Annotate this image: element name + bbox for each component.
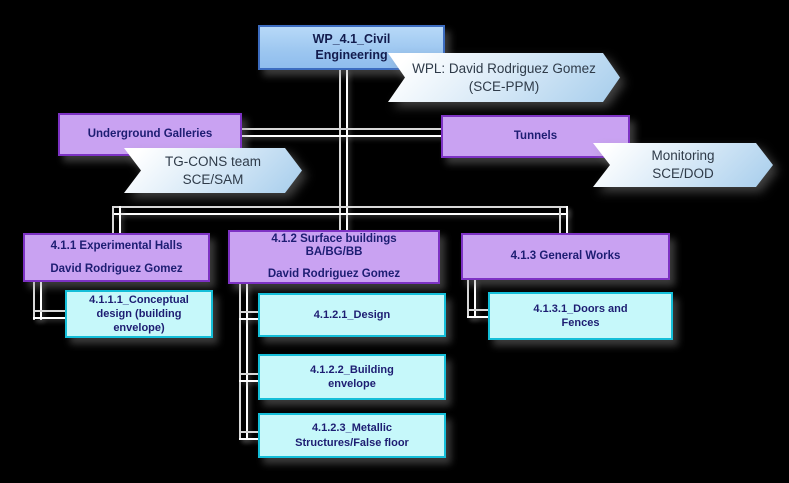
node-4-1-1-experimental-halls: 4.1.1 Experimental Halls David Rodriguez… [23, 233, 210, 282]
node-owner: David Rodriguez Gomez [267, 267, 401, 280]
connector-4-1-3-1-stub [467, 309, 491, 318]
banner-wpl-owner: WPL: David Rodriguez Gomez (SCE-PPM) [388, 53, 620, 102]
connector-root-trunk [339, 68, 348, 233]
node-title: 4.1.2.2_Building [310, 363, 394, 376]
node-title: Engineering [315, 47, 388, 62]
banner-text: WPL: David Rodriguez Gomez [412, 60, 596, 76]
node-owner: David Rodriguez Gomez [50, 262, 183, 275]
node-title: design (building [96, 307, 182, 320]
node-title: WP_4.1_Civil [312, 31, 391, 46]
banner-text: (SCE-PPM) [468, 78, 540, 94]
node-title: Tunnels [513, 130, 558, 143]
node-title: envelope) [113, 322, 165, 335]
banner-text: SCE/DOD [652, 166, 714, 181]
connector-4-1-2-3-stub [239, 431, 261, 440]
arrow-banner-shape: TG-CONS team SCE/SAM [124, 148, 302, 193]
node-4-1-2-2-building-envelope: 4.1.2.2_Building envelope [258, 354, 446, 400]
connector-4-1-2-2-stub [239, 373, 261, 382]
connector-drop-4-1-3 [559, 206, 568, 234]
banner-monitoring: Monitoring SCE/DOD [593, 143, 773, 187]
node-4-1-2-3-metallic-structures: 4.1.2.3_Metallic Structures/False floor [258, 413, 446, 458]
connector-4-1-2-children-v [239, 283, 248, 440]
connector-4-1-2-1-stub [239, 311, 261, 320]
node-4-1-2-surface-buildings: 4.1.2 Surface buildings BA/BG/BB David R… [228, 230, 440, 284]
node-title: 4.1.2 Surface buildings [271, 233, 397, 246]
node-title: Structures/False floor [295, 436, 409, 449]
node-wp-4-1-civil-engineering: WP_4.1_Civil Engineering [258, 25, 445, 70]
arrow-banner-shape: WPL: David Rodriguez Gomez (SCE-PPM) [388, 53, 620, 102]
banner-text: TG-CONS team [164, 153, 261, 169]
connector-4-1-3-children-v [467, 279, 476, 318]
node-title: 4.1.1.1_Conceptual [89, 293, 189, 306]
node-4-1-1-1-conceptual-design: 4.1.1.1_Conceptual design (building enve… [65, 290, 213, 338]
node-title: Fences [561, 317, 600, 329]
node-title: 4.1.3.1_Doors and [533, 302, 628, 315]
node-4-1-3-1-doors-and-fences: 4.1.3.1_Doors and Fences [488, 292, 673, 340]
banner-text: SCE/SAM [182, 171, 244, 187]
connector-galleries-tunnels [242, 128, 442, 137]
node-title: 4.1.1 Experimental Halls [50, 239, 183, 252]
node-tunnels: Tunnels [441, 115, 630, 158]
arrow-banner-shape: Monitoring SCE/DOD [593, 143, 773, 187]
connector-4-1-1-1-stub [33, 310, 67, 319]
node-4-1-2-1-design: 4.1.2.1_Design [258, 293, 446, 337]
node-title: 4.1.3 General Works [510, 250, 621, 263]
connector-4-1-1-children-v [33, 281, 42, 320]
node-title: 4.1.2.1_Design [313, 308, 391, 321]
node-title: envelope [328, 378, 376, 390]
node-underground-galleries: Underground Galleries [58, 113, 242, 156]
connector-level2-bar [112, 206, 568, 215]
node-title: Underground Galleries [87, 128, 213, 141]
node-4-1-3-general-works: 4.1.3 General Works [461, 233, 670, 280]
connector-drop-4-1-1 [112, 206, 121, 234]
node-title: 4.1.2.3_Metallic [311, 422, 393, 435]
node-title: BA/BG/BB [305, 246, 363, 259]
banner-tg-cons-team: TG-CONS team SCE/SAM [124, 148, 302, 193]
banner-text: Monitoring [651, 148, 715, 164]
